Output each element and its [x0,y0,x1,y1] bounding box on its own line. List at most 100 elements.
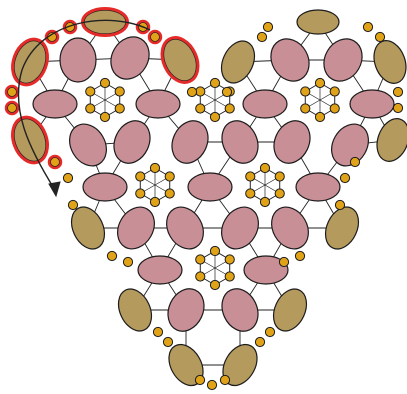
gold-seed-bead [135,188,146,199]
pink-oval-bead [243,255,289,285]
thread-line [250,176,280,194]
gold-seed-bead [6,102,18,114]
gold-seed-bead [256,31,268,43]
gold-seed-bead [149,31,161,43]
gold-seed-bead [262,21,274,33]
gold-seed-bead [186,86,198,98]
oval-beads [13,9,407,387]
gold-seed-bead [114,103,125,114]
pink-oval-bead [221,120,259,164]
gold-seed-bead [219,374,231,386]
pink-oval-bead [82,172,128,202]
tan-oval-bead [296,9,340,35]
pink-oval-bead [242,89,288,119]
gold-seed-bead [349,156,361,168]
gold-seed-bead [152,326,164,338]
gold-seed-bead [300,86,311,97]
pink-oval-bead [295,172,341,202]
tan-oval-bead [222,343,258,387]
gold-seed-bead [339,172,351,184]
gold-seed-bead [245,188,256,199]
highlighted-seed-bead [44,29,60,45]
direction-arrow-head [48,181,61,198]
thread-line [90,91,120,109]
pink-oval-bead [137,255,183,285]
gold-seed-bead [209,279,221,291]
gold-seed-bead [259,162,271,174]
highlighted-seed-bead [135,19,151,35]
gold-seed-bead [85,103,96,114]
gold-seed-bead [314,111,326,123]
thread-line [140,176,170,194]
gold-seed-bead [254,336,266,348]
gold-seed-bead [300,103,311,114]
thread-line [305,91,335,109]
tan-oval-bead [373,40,407,84]
direction-arrow-line [17,19,151,191]
gold-seed-bead [329,86,340,97]
gold-seed-beads [6,21,404,391]
gold-seed-bead [245,171,256,182]
pink-oval-bead [221,288,259,332]
pink-oval-bead [59,37,97,83]
gold-seed-bead [224,103,235,114]
pink-oval-bead [32,89,78,119]
gold-seed-bead [194,374,206,386]
gold-seed-bead [195,254,206,265]
gold-seed-bead [67,199,79,211]
pink-oval-bead [221,206,259,250]
gold-seed-bead [99,111,111,123]
gold-seed-bead [274,188,285,199]
gold-seed-bead [164,171,175,182]
gold-seed-bead [62,172,74,184]
gold-seed-bead [274,171,285,182]
pink-oval-bead [167,288,205,332]
gold-seed-bead [99,77,111,89]
pink-oval-bead [349,89,395,119]
gold-seed-bead [392,102,404,114]
pink-oval-bead [135,89,181,119]
highlighted-oval-outline [11,37,49,87]
pink-oval-bead [270,38,310,82]
gold-seed-bead [49,156,61,168]
gold-seed-bead [6,86,18,98]
gold-seed-bead [164,188,175,199]
gold-seed-bead [362,21,374,33]
tan-oval-bead [220,40,256,84]
gold-seed-bead [329,103,340,114]
gold-seed-bead [314,77,326,89]
pink-oval-bead [113,120,151,164]
gold-seed-bead [221,86,233,98]
gold-seed-bead [209,77,221,89]
pink-oval-bead [166,206,204,250]
gold-seed-bead [195,103,206,114]
tan-oval-bead [70,206,106,250]
tan-oval-bead [376,118,407,162]
gold-seed-bead [374,31,386,43]
gold-seed-bead [106,250,118,262]
gold-seed-bead [209,245,221,257]
gold-seed-bead [85,86,96,97]
gold-seed-bead [135,171,146,182]
highlighted-seed-bead [147,29,163,45]
pink-oval-bead [171,120,209,164]
gold-seed-bead [259,196,271,208]
pink-oval-bead [69,123,107,167]
gold-seed-bead [114,86,125,97]
highlighted-oval-outline [160,36,200,84]
tan-oval-bead [117,288,153,332]
highlighted-seed-bead [62,19,78,35]
gold-seed-bead [149,196,161,208]
gold-seed-bead [278,256,290,268]
highlight-path [4,7,200,198]
pink-oval-bead [331,123,369,167]
highlighted-seed-bead [47,154,63,170]
pink-oval-bead [187,172,233,202]
gold-seed-bead [224,254,235,265]
gold-seed-bead [294,250,306,262]
pink-oval-bead [323,38,363,82]
tan-oval-bead [272,288,308,332]
gold-seed-bead [224,271,235,282]
